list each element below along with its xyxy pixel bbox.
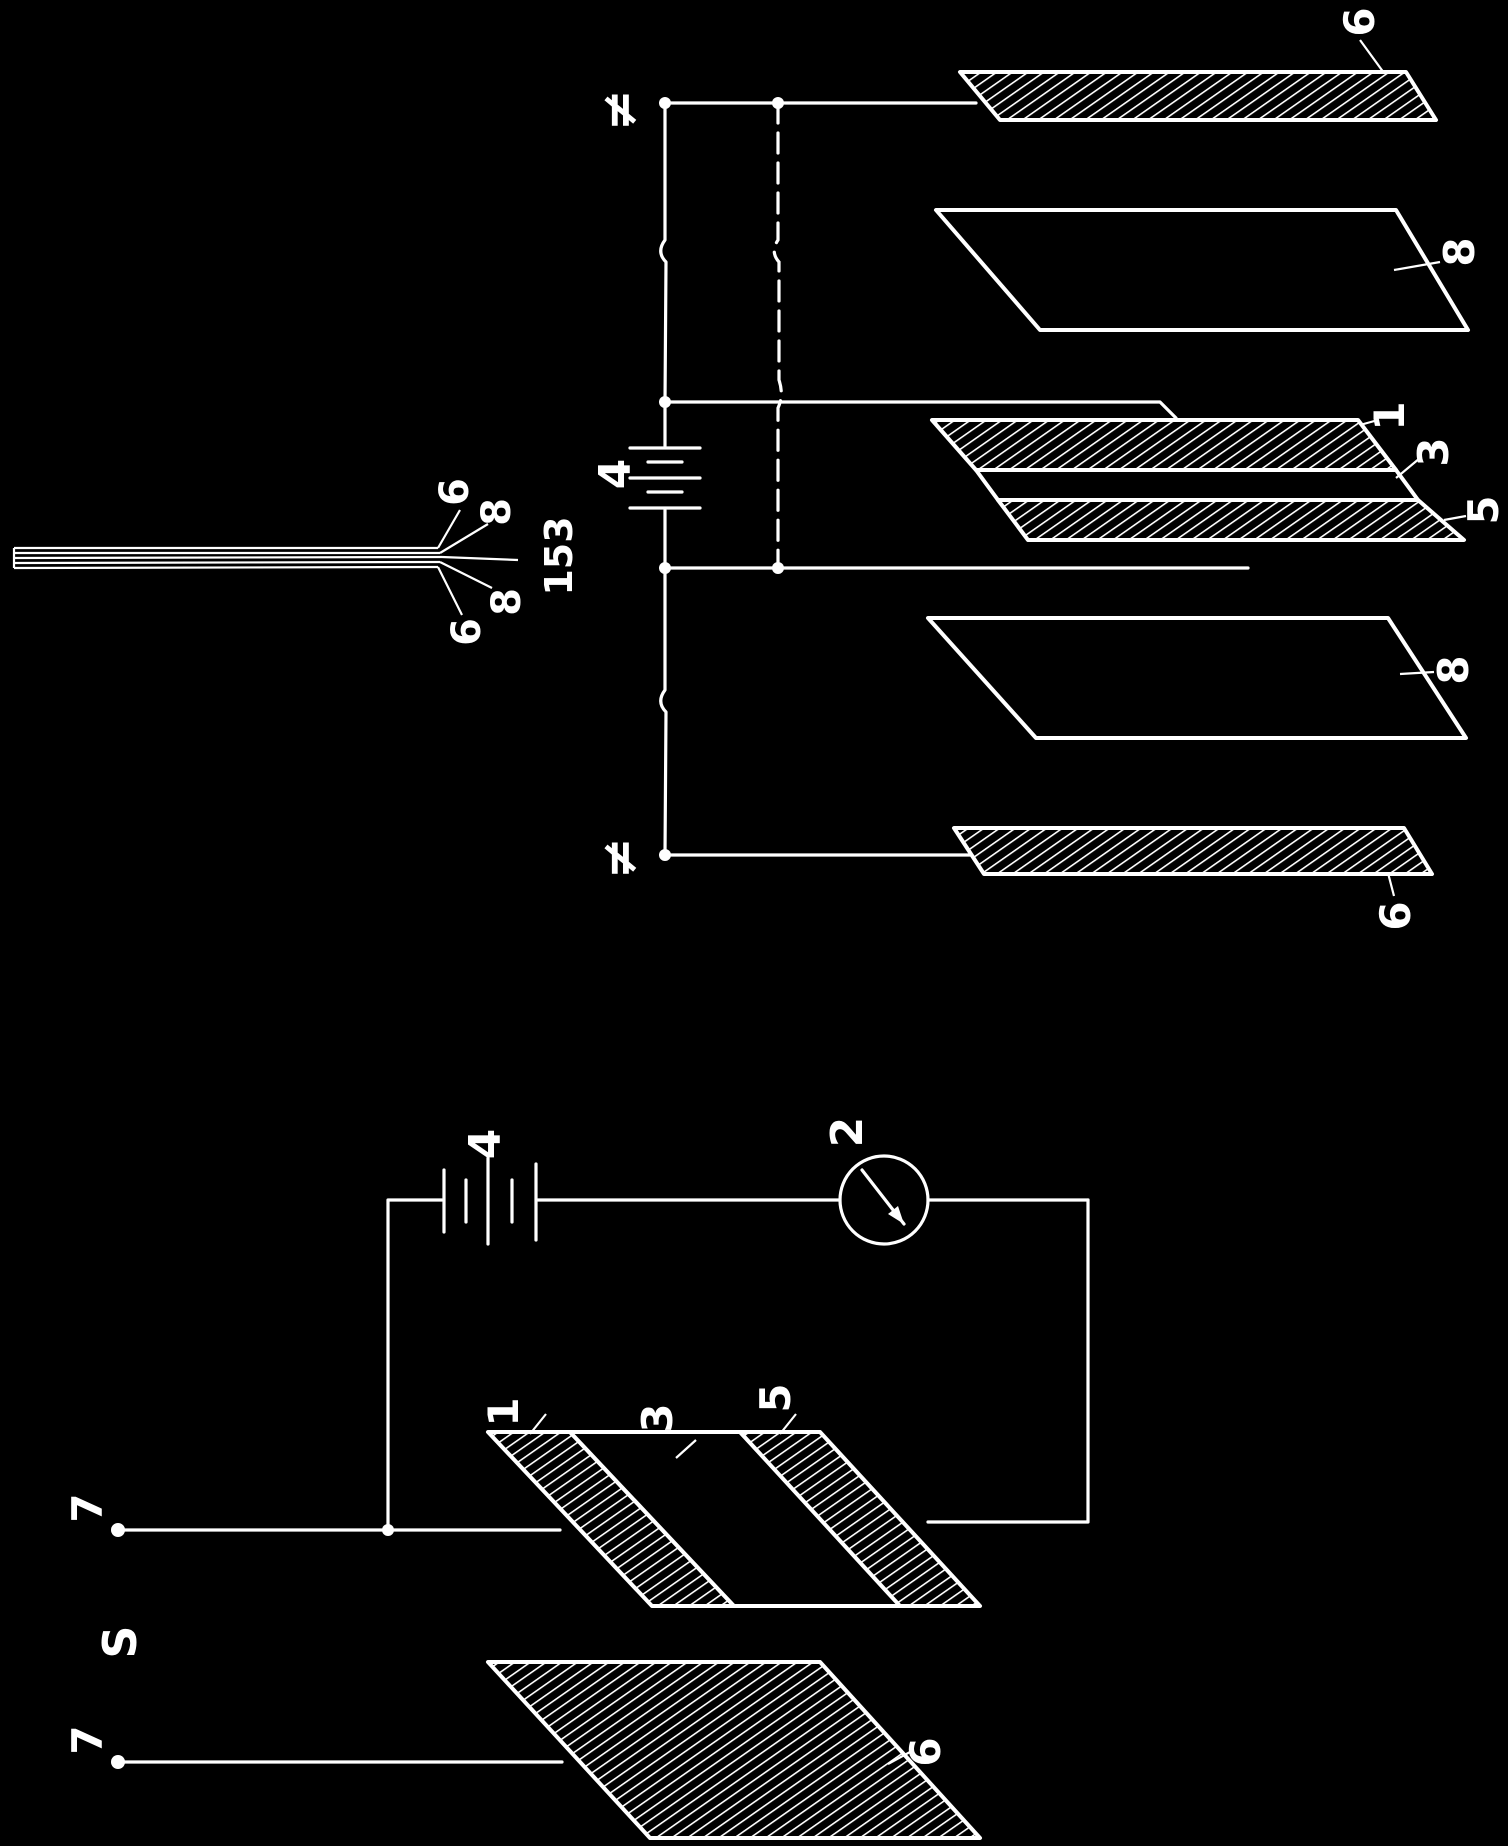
stack-label-6a: 6 (432, 478, 478, 506)
figure-top: 6 8 153 8 6 (12, 7, 1508, 931)
plate-label-5: 5 (1459, 495, 1508, 524)
plate-insulator-top (934, 208, 1470, 332)
wire-battery-branch (386, 1198, 444, 1532)
bus-dashed (772, 101, 783, 570)
plate-label-8-top: 8 (1435, 237, 1484, 266)
stack-label-8a: 8 (474, 498, 520, 526)
layer-stack-edge-view (12, 509, 519, 616)
plate-ground-bottom (952, 826, 1434, 876)
plate-electrode-5 (996, 498, 1466, 542)
plate-ground-top (958, 70, 1438, 122)
plate-insulator-bottom (926, 616, 1468, 740)
plate-label-6-bottom: 6 (1371, 901, 1420, 930)
plate-6 (486, 1660, 982, 1840)
meter-gauge (838, 1154, 930, 1246)
plate-label-1-bottom: 1 (479, 1397, 528, 1426)
gap-region-3 (974, 468, 1420, 502)
terminal-label-b: 7 (63, 1725, 112, 1754)
plate-electrode-1 (930, 418, 1398, 472)
meter-label: 2 (822, 1117, 873, 1148)
bus-upper (659, 101, 668, 404)
battery-label-bottom: 4 (460, 1129, 511, 1160)
plate-label-6-top: 6 (1335, 7, 1384, 36)
stack-label-153: 153 (537, 516, 581, 595)
ground-symbol-top: ≠ (590, 89, 648, 131)
bus-lower (659, 566, 668, 857)
battery-bottom (442, 1156, 538, 1246)
plate-5 (738, 1430, 982, 1608)
plate-label-3-bottom: 3 (633, 1403, 682, 1432)
battery-top (628, 446, 702, 510)
ground-symbol-bottom: ≠ (590, 837, 648, 879)
terminal-label-a: 7 (63, 1493, 112, 1522)
battery-label-top: 4 (590, 459, 641, 490)
plate-label-5-bottom: 5 (751, 1383, 800, 1412)
side-mark-label: S (93, 1625, 147, 1658)
plate-label-3: 3 (1409, 437, 1458, 466)
stack-label-6b: 6 (444, 618, 490, 646)
figure-bottom: 4 2 1 3 5 6 7 7 S (63, 1117, 1090, 1840)
plate-label-6-bottom-fig: 6 (901, 1737, 950, 1766)
plate-label-1: 1 (1365, 401, 1414, 430)
plate-label-8-bottom: 8 (1429, 655, 1478, 684)
wire-return (926, 1198, 1090, 1524)
circuit-top (659, 97, 1250, 861)
stack-label-8b: 8 (484, 588, 530, 616)
